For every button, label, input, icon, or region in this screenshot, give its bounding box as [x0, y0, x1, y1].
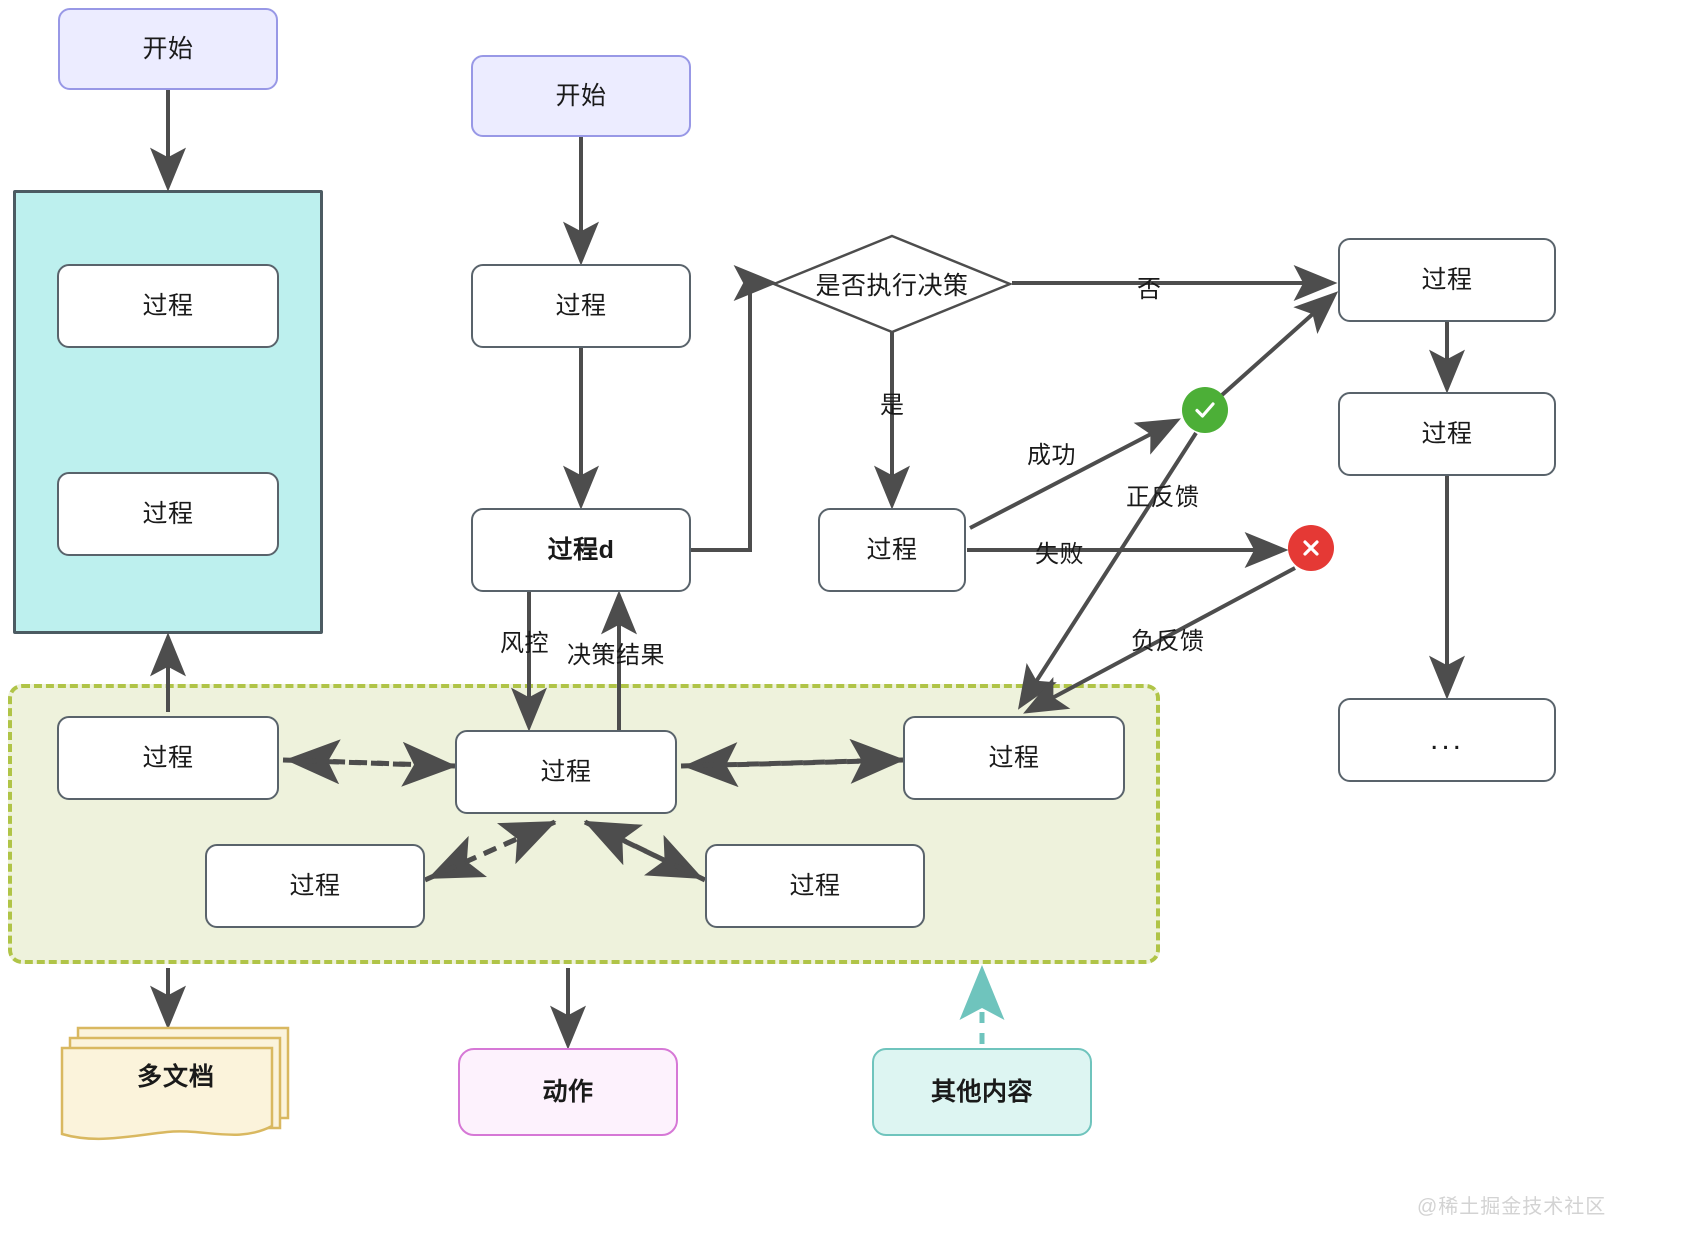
node-decision-yes-process[interactable]: 过程: [818, 508, 966, 592]
node-label: 过程: [289, 872, 341, 900]
node-label: 过程: [789, 872, 841, 900]
node-label: 过程: [866, 536, 918, 564]
node-group-process-bottom-right[interactable]: 过程: [705, 844, 925, 928]
node-label: 过程: [142, 744, 194, 772]
node-cyan-process-1[interactable]: 过程: [57, 264, 279, 348]
node-label: 开始: [555, 82, 607, 110]
node-label: 多文档: [136, 1063, 215, 1091]
node-right-process-2[interactable]: 过程: [1338, 392, 1556, 476]
node-right-process-ellipsis[interactable]: ...: [1338, 698, 1556, 782]
edge-label-failure: 失败: [1035, 541, 1084, 568]
node-label: 过程: [1421, 420, 1473, 448]
watermark: @稀土掘金技术社区: [1417, 1196, 1607, 1218]
node-label: ...: [1429, 723, 1464, 756]
subgraph-cyan-container: [13, 190, 323, 634]
edge-label-risk-control: 风控: [500, 630, 549, 657]
x-circle-icon: [1288, 525, 1334, 571]
node-label: 过程: [142, 500, 194, 528]
node-label: 过程: [555, 292, 607, 320]
node-label: 是否执行决策: [815, 272, 969, 300]
edge-label-positive-feedback: 正反馈: [1126, 484, 1200, 511]
node-other-content[interactable]: 其他内容: [872, 1048, 1092, 1136]
node-label: 过程: [988, 744, 1040, 772]
node-label: 其他内容: [930, 1078, 1033, 1106]
node-group-process-left[interactable]: 过程: [57, 716, 279, 800]
node-cyan-process-2[interactable]: 过程: [57, 472, 279, 556]
edge-label-negative-feedback: 负反馈: [1131, 628, 1205, 655]
edge-positive-feedback: [1017, 431, 1198, 710]
node-multi-document[interactable]: 多文档: [58, 1022, 294, 1144]
node-decision[interactable]: 是否执行决策: [772, 234, 1012, 334]
edge-check-to-right-proc1: [1220, 291, 1339, 397]
node-start-mid[interactable]: 开始: [471, 55, 691, 137]
node-group-process-center[interactable]: 过程: [455, 730, 677, 814]
node-label: 动作: [542, 1078, 594, 1106]
node-action[interactable]: 动作: [458, 1048, 678, 1136]
node-label: 过程: [142, 292, 194, 320]
node-label: 过程: [1421, 266, 1473, 294]
check-circle-icon: [1182, 387, 1228, 433]
edge-label-decision-result: 决策结果: [567, 642, 665, 669]
node-label: 开始: [142, 35, 194, 63]
node-group-process-right[interactable]: 过程: [903, 716, 1125, 800]
edge-label-no: 否: [1137, 276, 1162, 303]
node-label: 过程: [540, 758, 592, 786]
node-mid-process-d[interactable]: 过程d: [471, 508, 691, 592]
node-label: 过程d: [547, 536, 615, 564]
node-start-left[interactable]: 开始: [58, 8, 278, 90]
node-group-process-bottom-left[interactable]: 过程: [205, 844, 425, 928]
edge-procd-to-decision: [691, 265, 778, 552]
edge-label-success: 成功: [1027, 442, 1076, 469]
node-mid-process-1[interactable]: 过程: [471, 264, 691, 348]
edge-label-yes: 是: [880, 392, 905, 419]
node-right-process-1[interactable]: 过程: [1338, 238, 1556, 322]
